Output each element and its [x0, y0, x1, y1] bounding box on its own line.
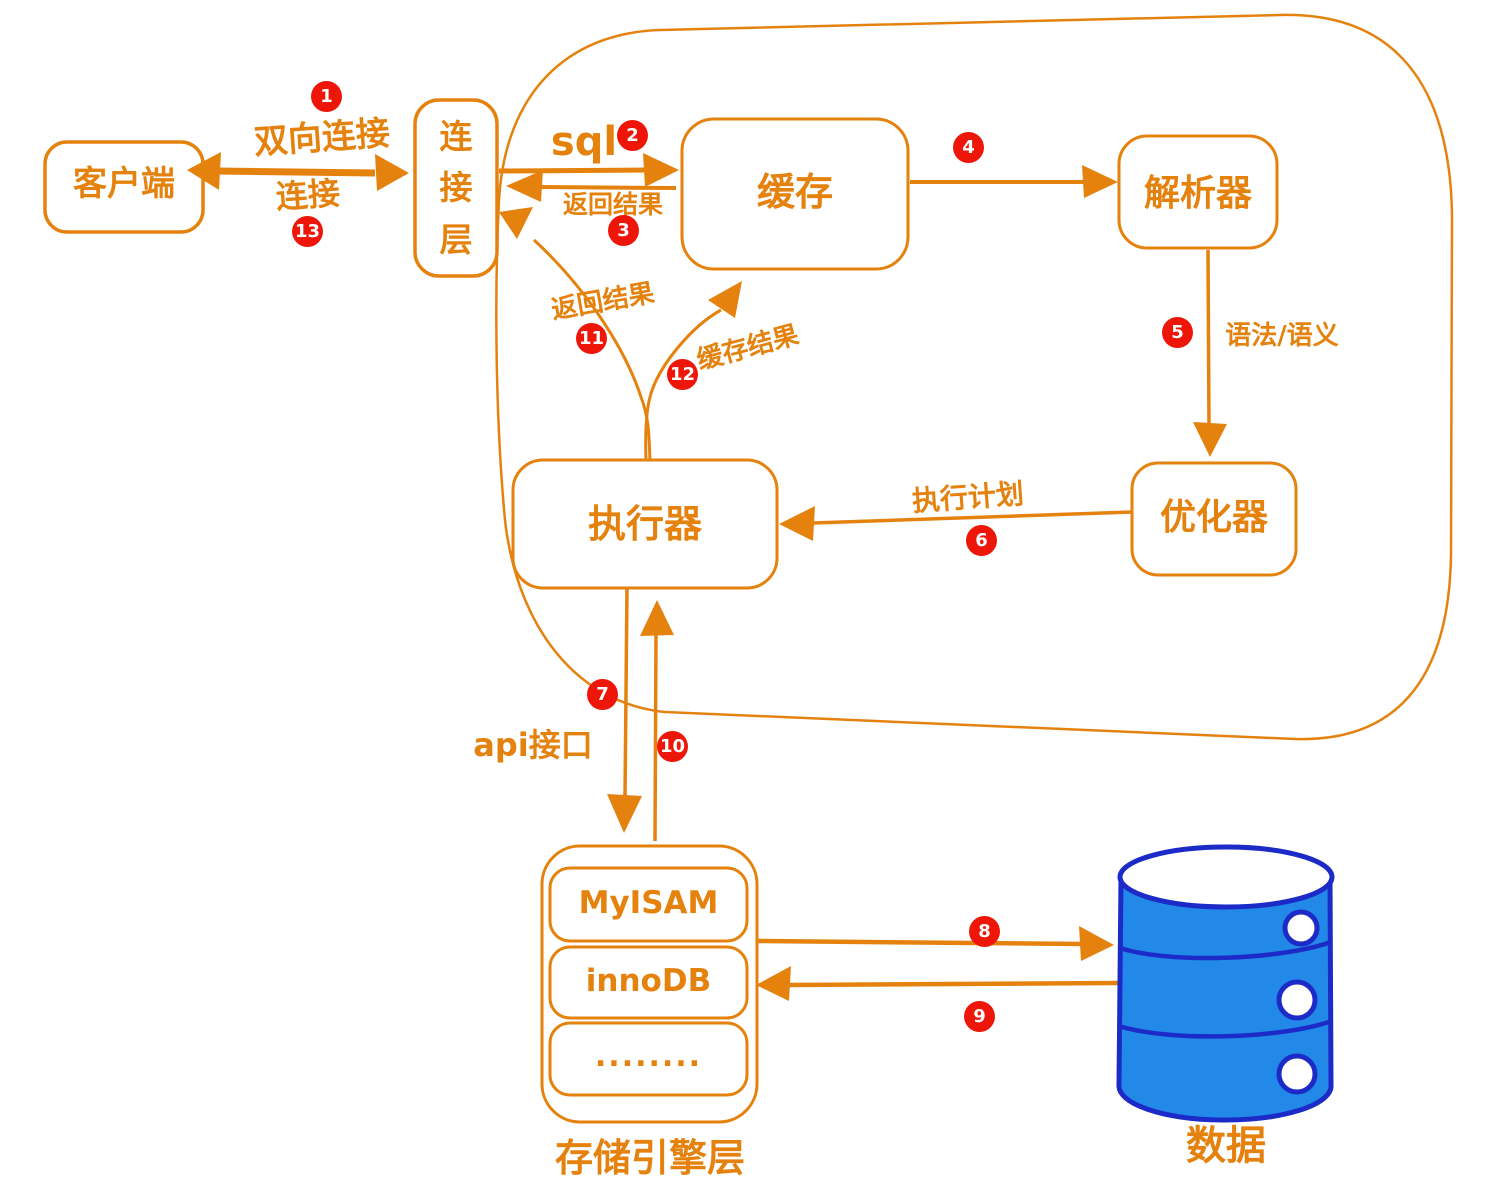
step-badge-8: 8: [969, 916, 1000, 947]
sql-label: sql: [550, 119, 618, 165]
more-engines-box: [548, 1021, 749, 1097]
step-badge-7: 7: [587, 679, 618, 710]
optimizer-label: 优化器: [1159, 497, 1268, 538]
cache-label: 缓存: [756, 170, 833, 214]
client-label: 客户端: [73, 164, 175, 204]
cylinder-hole-3: [1276, 1053, 1318, 1095]
myisam-label: MyISAM: [578, 885, 719, 921]
innodb-label: innoDB: [585, 963, 712, 999]
storage-layer-caption: 存储引擎层: [554, 1136, 745, 1180]
cylinder-hole-1: [1282, 909, 1320, 947]
cylinder-band-line-1: [1119, 939, 1332, 961]
step-badge-4: 4: [953, 132, 984, 163]
myisam-box: [548, 866, 749, 943]
step-badge-9: 9: [964, 1001, 995, 1032]
curve-cache-result: [644, 281, 742, 462]
cylinder-hole-2: [1276, 979, 1318, 1021]
step-badge-10: 10: [657, 731, 688, 762]
innodb-box: [548, 945, 749, 1020]
optimizer-box: [1130, 461, 1298, 577]
cylinder-body: [1116, 875, 1334, 1123]
step-badge-13: 13: [292, 216, 323, 247]
step-badge-1: 1: [311, 81, 342, 112]
step-badge-2: 2: [617, 120, 648, 151]
cache-box: [680, 117, 910, 271]
connection-layer-label-text: 连接层: [439, 117, 473, 259]
step-badge-12: 12: [667, 359, 698, 390]
arrow-cache-parser: [910, 165, 1118, 198]
arrow-storage-database: [757, 926, 1114, 961]
cylinder-top-ellipse: [1117, 844, 1335, 910]
parser-box: [1117, 134, 1279, 250]
parser-label: 解析器: [1143, 173, 1252, 214]
arrow-client-connection: [187, 152, 409, 191]
connection-layer-box: [413, 98, 499, 278]
arrow-database-storage: [756, 966, 1119, 1001]
connection-layer-label: 连接层: [415, 102, 497, 274]
client-box: [43, 140, 205, 234]
cylinder-band-line-2: [1118, 1018, 1333, 1039]
arrow-storage-executor: [640, 600, 674, 842]
arrow-return-result: [506, 170, 677, 202]
executor-label: 执行器: [587, 502, 702, 546]
step-badge-3: 3: [608, 215, 639, 246]
arrow-parser-optimizer: [1193, 249, 1227, 457]
return-result-label: 返回结果: [562, 190, 663, 219]
arrow-executor-storage: [607, 587, 642, 833]
server-layer-outline: [495, 13, 1454, 741]
arrow-sql: [498, 153, 679, 187]
step-badge-5: 5: [1162, 317, 1193, 348]
api-interface-label: api接口: [473, 726, 593, 764]
curve-return-result: [499, 207, 652, 462]
database-cylinder: [1116, 844, 1335, 1123]
arrow-optimizer-executor: [779, 506, 1133, 541]
database-caption: 数据: [1186, 1123, 1266, 1169]
more-engines-label: ........: [594, 1039, 703, 1074]
step-badge-11: 11: [576, 323, 607, 354]
bidirectional-bottom-label: 连接: [274, 173, 342, 217]
step-badge-6: 6: [966, 525, 997, 556]
syntax-semantics-label: 语法/语义: [1225, 321, 1339, 351]
